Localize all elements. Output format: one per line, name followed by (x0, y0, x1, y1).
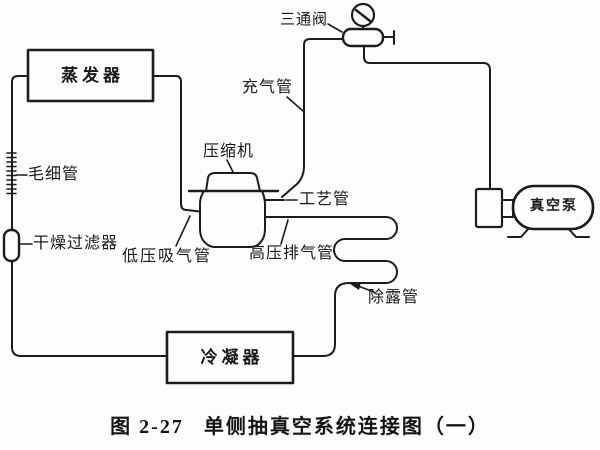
label-leader-lines (15, 23, 375, 293)
vacuum-pump-label: 真空泵 (530, 199, 578, 215)
leader-discharge-pipe (280, 219, 289, 245)
capillary-coil-ticks (6, 152, 17, 195)
vacuum-pump-oval (511, 184, 595, 231)
pipe-suction-line (152, 75, 205, 213)
leader-dew-pipe-arrowhead (350, 282, 361, 290)
vacuum-pump-leg-right (567, 227, 590, 238)
three-way-valve-shape (341, 2, 395, 48)
compressor-shape (187, 172, 280, 248)
pipe-left-circuit (11, 75, 168, 357)
gauge-needle (354, 8, 372, 23)
evaporator-label: 蒸发器 (61, 65, 124, 85)
pipe-discharge-serpentine (263, 216, 398, 357)
condenser-box (165, 330, 295, 385)
valve-service-port (382, 30, 395, 45)
compressor-label: 压缩机 (203, 143, 255, 160)
high-pressure-discharge-pipe-label: 高压排气管 (249, 245, 335, 262)
evaporator-box (26, 48, 155, 103)
leader-compressor (226, 159, 234, 173)
compressor-body (199, 190, 266, 248)
pipe-to-vacuum-pump (363, 46, 491, 191)
leader-three-way-valve (327, 23, 343, 33)
leader-suction-pipe (175, 215, 191, 247)
charging-pipe-label: 充气管 (242, 79, 294, 96)
vacuum-pump-neck (501, 199, 514, 218)
leader-dew-pipe (357, 285, 375, 293)
dew-removal-pipe-label: 除露管 (368, 289, 420, 306)
compressor-dome (205, 172, 261, 192)
drier-filter-label: 干燥过滤器 (33, 235, 119, 252)
vacuum-pump-motor-box (474, 187, 504, 229)
low-pressure-suction-pipe-label: 低压吸气管 (122, 248, 213, 265)
figure-caption-number: 图 2-27 (110, 416, 184, 438)
capillary-tube-label: 毛细管 (28, 166, 80, 183)
figure-caption-title: 单侧抽真空系统连接图（一） (203, 416, 490, 438)
valve-body (341, 27, 385, 48)
figure-caption: 图 2-27 单侧抽真空系统连接图（一） (0, 410, 600, 439)
pipe-charging (281, 38, 344, 198)
vacuum-pump-leg-left (507, 227, 530, 238)
process-pipe-label: 工艺管 (299, 191, 351, 208)
condenser-label: 冷凝器 (200, 347, 264, 367)
three-way-valve-label: 三通阀 (280, 12, 329, 28)
vacuum-pump-shape (474, 184, 595, 238)
drier-filter-capsule (2, 228, 21, 263)
leader-charging-pipe (286, 96, 304, 112)
